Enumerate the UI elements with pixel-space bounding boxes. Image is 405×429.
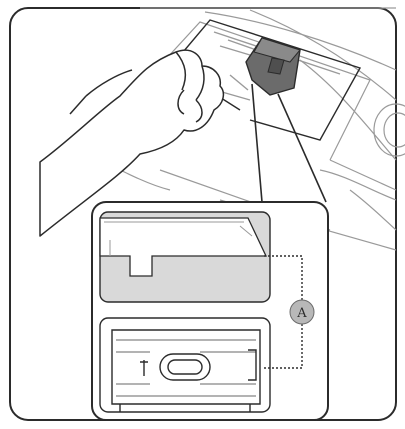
insert-top-view bbox=[100, 318, 270, 412]
insert-side-view bbox=[100, 212, 270, 302]
callout-label: A bbox=[296, 306, 307, 321]
callout-a: A bbox=[290, 300, 314, 324]
